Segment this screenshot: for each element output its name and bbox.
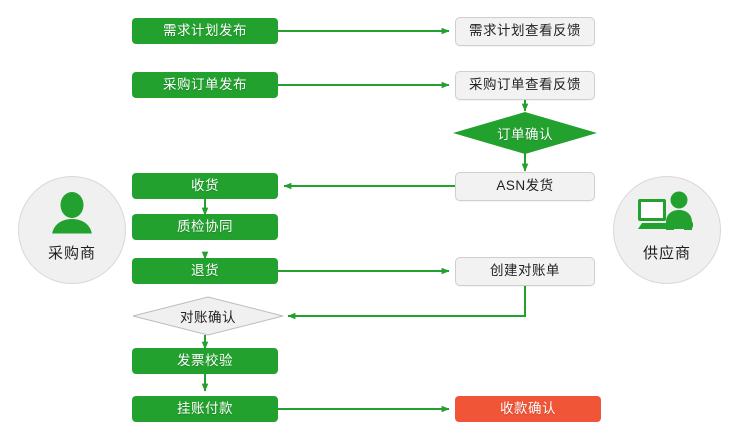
node-accrual-payment[interactable]: 挂账付款	[132, 396, 278, 422]
actor-supplier: 供应商	[613, 176, 721, 284]
node-label: 采购订单查看反馈	[469, 77, 581, 93]
node-label: 收款确认	[500, 400, 556, 416]
node-reconciliation-confirm[interactable]: 对账确认	[132, 296, 284, 336]
node-label: 订单确认	[497, 127, 553, 142]
node-label: 对账确认	[180, 310, 236, 325]
node-purchase-order-publish[interactable]: 采购订单发布	[132, 72, 278, 98]
node-return-goods[interactable]: 退货	[132, 258, 278, 284]
node-purchase-order-feedback[interactable]: 采购订单查看反馈	[455, 71, 595, 100]
node-label: 挂账付款	[177, 400, 233, 416]
node-label: 退货	[191, 262, 219, 278]
node-asn-shipment[interactable]: ASN发货	[455, 172, 595, 201]
node-create-statement[interactable]: 创建对账单	[455, 257, 595, 286]
connector-statement-to-recon	[287, 285, 526, 320]
actor-buyer-label: 采购商	[47, 245, 96, 262]
node-demand-plan-feedback[interactable]: 需求计划查看反馈	[455, 17, 595, 46]
node-label: ASN发货	[496, 178, 554, 194]
node-label: 需求计划查看反馈	[469, 23, 581, 39]
node-label: 收货	[191, 177, 219, 193]
actor-supplier-label: 供应商	[642, 245, 691, 262]
node-demand-plan-publish[interactable]: 需求计划发布	[132, 18, 278, 44]
node-label: 发票校验	[177, 352, 233, 368]
person-at-computer-icon	[614, 191, 720, 239]
node-goods-receipt[interactable]: 收货	[132, 173, 278, 199]
node-quality-collaboration[interactable]: 质检协同	[132, 214, 278, 240]
node-label: 创建对账单	[490, 263, 560, 279]
actor-buyer: 采购商	[18, 176, 126, 284]
node-label: 采购订单发布	[163, 76, 247, 92]
node-invoice-verification[interactable]: 发票校验	[132, 348, 278, 374]
person-icon	[19, 191, 125, 239]
node-payment-receipt-confirm[interactable]: 收款确认	[455, 396, 601, 422]
node-label: 质检协同	[177, 218, 233, 234]
node-label: 需求计划发布	[163, 22, 247, 38]
node-order-confirm[interactable]: 订单确认	[453, 112, 597, 154]
